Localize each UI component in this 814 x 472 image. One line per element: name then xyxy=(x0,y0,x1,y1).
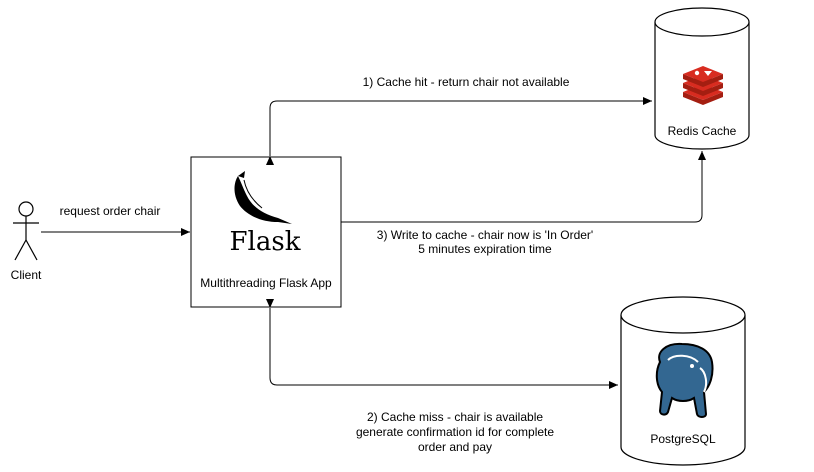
write-cache-label-line2: 5 minutes expiration time xyxy=(418,242,552,256)
cache-miss-label-line3: order and pay xyxy=(418,440,492,454)
elephant-body xyxy=(655,342,714,418)
cache-miss-label-line2: generate confirmation id for complete xyxy=(356,425,554,439)
postgresql-elephant-icon xyxy=(655,342,714,418)
cache-miss-arrow xyxy=(266,299,618,389)
postgresql-label: PostgreSQL xyxy=(650,432,716,446)
redis-label: Redis Cache xyxy=(668,124,737,138)
flask-app-box xyxy=(190,156,342,308)
client-actor-icon xyxy=(13,201,39,261)
write-cache-label-line1: 3) Write to cache - chair now is 'In Ord… xyxy=(377,228,593,242)
flask-logo-text: Flask xyxy=(230,227,301,257)
redis-layer xyxy=(683,74,723,87)
cache-hit-edge-label: 1) Cache hit - return chair not availabl… xyxy=(363,75,570,89)
write-cache-arrow xyxy=(341,151,706,223)
cache-miss-label-line1: 2) Cache miss - chair is available xyxy=(367,410,543,424)
client-label: Client xyxy=(11,268,42,282)
flask-logo-icon xyxy=(234,171,292,224)
flask-app-label: Multithreading Flask App xyxy=(200,276,332,290)
request-edge-label: request order chair xyxy=(60,204,161,218)
redis-logo-icon xyxy=(683,66,723,105)
redis-layer xyxy=(683,83,723,96)
cache-hit-arrow xyxy=(266,97,652,165)
redis-layer xyxy=(683,92,723,105)
